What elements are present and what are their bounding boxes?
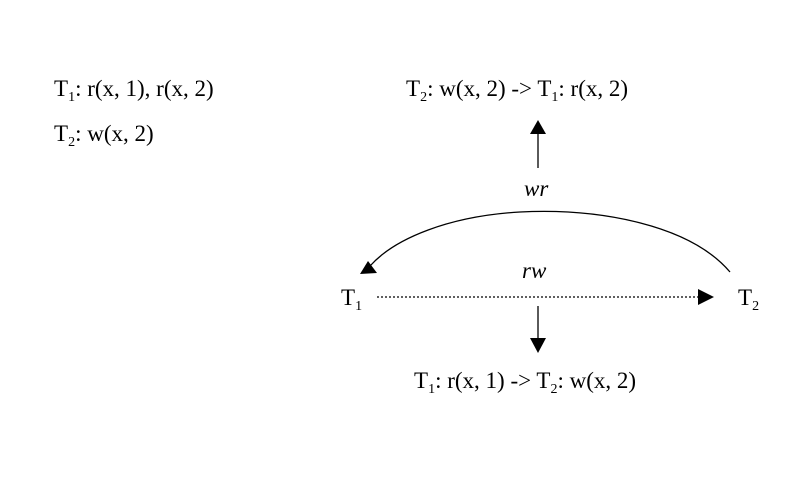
dependency-arrow-text: -> <box>504 368 537 393</box>
schedule-line-t1: T1: r(x, 1), r(x, 2) <box>54 76 214 105</box>
txn-name: T <box>54 121 69 146</box>
up-arrowhead <box>530 120 546 134</box>
edge-label-wr: wr <box>524 176 549 201</box>
bottom-dependency: T1: r(x, 1) -> T2: w(x, 2) <box>414 368 637 397</box>
txn-subscript: 2 <box>68 135 76 150</box>
txn-operation: : w(x, 2) <box>557 368 637 393</box>
txn-subscript: 1 <box>68 90 76 105</box>
txn-name: T <box>537 76 552 101</box>
txn-subscript: 1 <box>428 382 436 397</box>
top-dependency: T2: w(x, 2) -> T1: r(x, 2) <box>406 76 629 105</box>
txn-name: T <box>406 76 421 101</box>
wr-edge-arrowhead <box>360 261 377 274</box>
txn-operation: : r(x, 2) <box>558 76 629 101</box>
txn-name: T <box>536 368 551 393</box>
txn-name: T <box>54 76 69 101</box>
rw-edge-arrowhead <box>698 289 714 305</box>
node-name: T <box>738 285 753 310</box>
node-subscript: 1 <box>355 299 363 314</box>
dependency-arrow-text: -> <box>505 76 538 101</box>
node-subscript: 2 <box>752 299 760 314</box>
down-arrowhead <box>530 338 546 353</box>
node-t1: T1 <box>341 285 363 314</box>
wr-edge-curve <box>369 210 731 273</box>
txn-subscript: 2 <box>420 90 428 105</box>
node-name: T <box>341 285 356 310</box>
node-t2: T2 <box>738 285 760 314</box>
txn-subscript: 2 <box>550 382 558 397</box>
schedule-line-t2: T2: w(x, 2) <box>54 121 154 150</box>
txn-operations: : r(x, 1), r(x, 2) <box>75 76 214 101</box>
txn-subscript: 1 <box>551 90 559 105</box>
txn-operations: : w(x, 2) <box>75 121 154 146</box>
txn-operation: : r(x, 1) <box>435 368 505 393</box>
edge-label-rw: rw <box>522 258 547 283</box>
txn-operation: : w(x, 2) <box>427 76 506 101</box>
txn-name: T <box>414 368 429 393</box>
